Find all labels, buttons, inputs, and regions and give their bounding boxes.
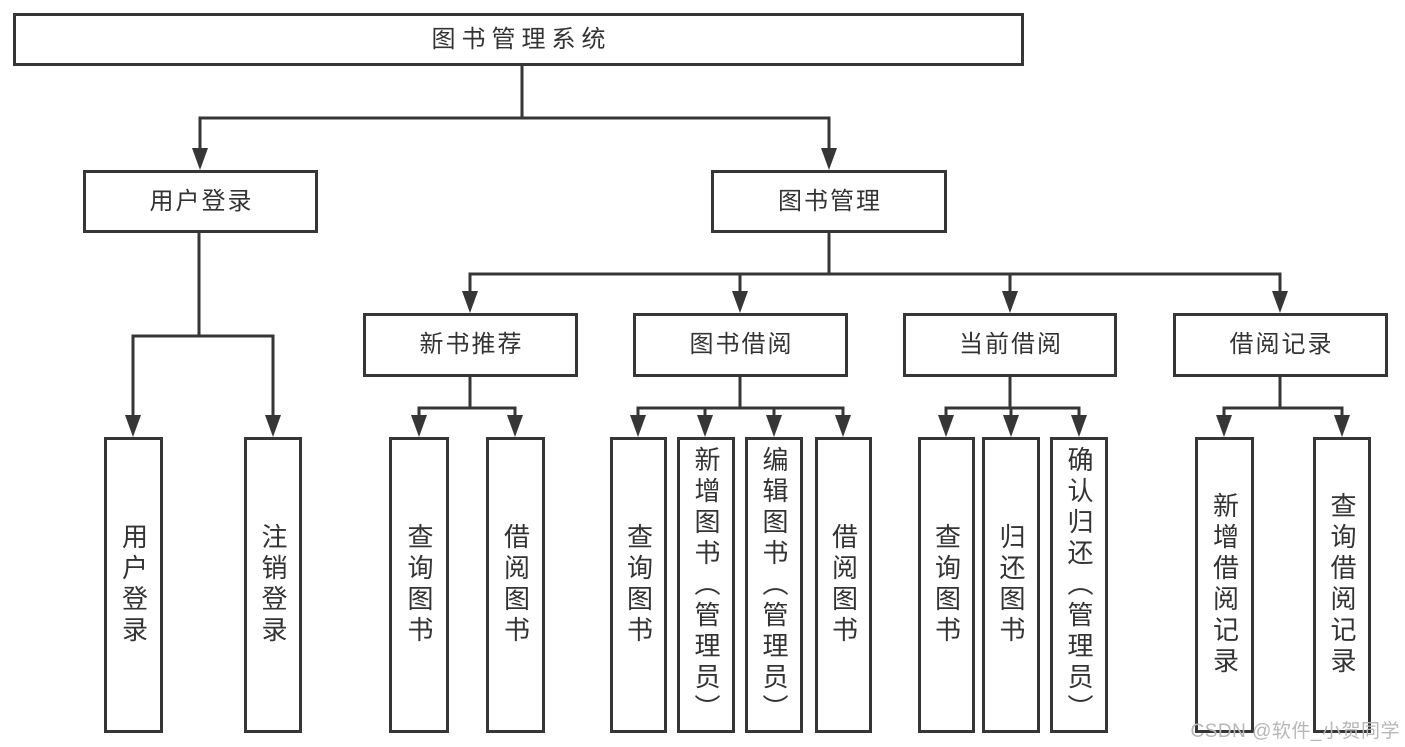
node-system-root: 图书管理系统 bbox=[13, 13, 1024, 66]
edge-new-book-to-children bbox=[411, 377, 523, 437]
node-label: 新书推荐 bbox=[419, 331, 524, 358]
node-label: 图书管理 bbox=[778, 187, 882, 215]
leaf-edit-book-admin: 编辑图书（管理员） bbox=[745, 437, 803, 733]
leaf-add-book-admin: 新增图书（管理员） bbox=[677, 437, 735, 733]
edge-current-borrowing-to-children bbox=[938, 377, 1087, 437]
node-label: 用户登录 bbox=[149, 187, 254, 215]
edge-borrowing-records-to-children bbox=[1216, 377, 1350, 437]
leaf-recommend-query-books: 查询图书 bbox=[389, 437, 449, 733]
leaf-current-query-books: 查询图书 bbox=[918, 437, 975, 733]
edge-book-borrowing-to-children bbox=[630, 377, 851, 437]
node-book-borrowing: 图书借阅 bbox=[633, 313, 848, 377]
node-label: 图书借阅 bbox=[689, 331, 794, 358]
node-label: 用户登录 bbox=[118, 523, 149, 647]
edge-book-management-to-level3 bbox=[462, 233, 1288, 313]
leaf-add-borrow-record: 新增借阅记录 bbox=[1195, 437, 1254, 733]
node-book-management: 图书管理 bbox=[711, 170, 947, 233]
leaf-borrowing-borrow-books: 借阅图书 bbox=[815, 437, 872, 733]
leaf-recommend-borrow-books: 借阅图书 bbox=[486, 437, 545, 733]
node-label: 借阅记录 bbox=[1229, 331, 1334, 358]
node-label: 新增图书（管理员） bbox=[691, 445, 721, 725]
leaf-return-books: 归还图书 bbox=[982, 437, 1040, 733]
leaf-logout: 注销登录 bbox=[244, 437, 302, 733]
node-label: 确认归还（管理员） bbox=[1064, 445, 1094, 725]
edge-user-login-to-children bbox=[125, 233, 281, 437]
node-label: 编辑图书（管理员） bbox=[759, 445, 789, 725]
node-current-borrowing: 当前借阅 bbox=[903, 313, 1117, 377]
node-label: 新增借阅记录 bbox=[1209, 492, 1240, 678]
node-label: 当前借阅 bbox=[959, 331, 1063, 358]
node-label: 查询借阅记录 bbox=[1327, 492, 1357, 678]
node-label: 归还图书 bbox=[996, 523, 1026, 647]
leaf-confirm-return-admin: 确认归还（管理员） bbox=[1050, 437, 1108, 733]
leaf-borrowing-query-books: 查询图书 bbox=[610, 437, 667, 733]
edge-root-to-level2 bbox=[192, 64, 837, 170]
node-new-book-recommendation: 新书推荐 bbox=[363, 313, 578, 377]
leaf-user-login: 用户登录 bbox=[104, 437, 163, 733]
node-label: 查询图书 bbox=[623, 523, 654, 647]
leaf-query-borrow-record: 查询借阅记录 bbox=[1313, 437, 1371, 733]
node-borrowing-records: 借阅记录 bbox=[1173, 313, 1388, 377]
node-label: 借阅图书 bbox=[828, 523, 859, 647]
csdn-watermark: CSDN @软件_小贺同学 bbox=[1190, 721, 1400, 742]
node-label: 注销登录 bbox=[258, 523, 288, 647]
node-label: 查询图书 bbox=[931, 523, 962, 647]
node-label: 借阅图书 bbox=[500, 523, 531, 647]
node-label: 图书管理系统 bbox=[431, 25, 612, 53]
node-user-login: 用户登录 bbox=[83, 170, 318, 233]
node-label: 查询图书 bbox=[404, 523, 434, 647]
